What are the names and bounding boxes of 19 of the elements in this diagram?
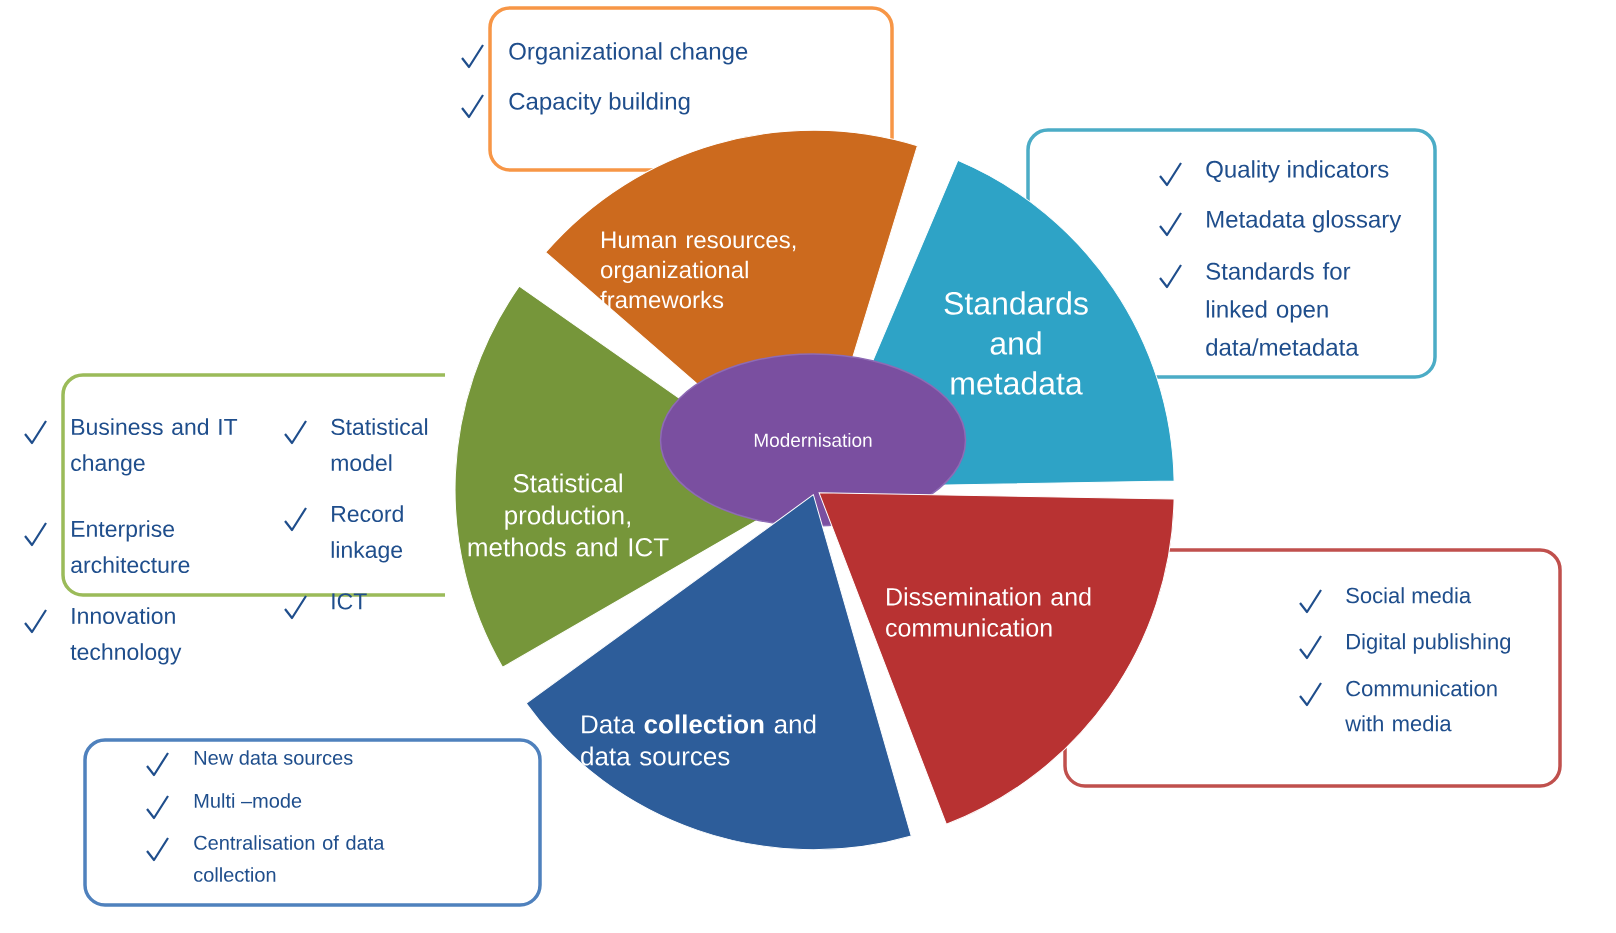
- list-item: Quality indicators: [1206, 160, 1389, 183]
- list-item: Metadata glossary: [1207, 210, 1402, 233]
- rounded-box: [83, 738, 542, 907]
- list-item: New data sources: [194, 750, 353, 765]
- pie-segment: Dissemination and communication: [818, 492, 1175, 825]
- list-item: Business and IT change: [71, 418, 238, 476]
- list-item: Standards for linked open data/metadata: [1206, 262, 1359, 356]
- list-item: Organizational change: [509, 42, 748, 65]
- list-item: Statistical model: [331, 418, 428, 472]
- list-item: Digital publishing: [1347, 633, 1511, 654]
- list-item: Capacity building: [509, 92, 690, 115]
- list-item: Multi –mode: [194, 793, 302, 808]
- list-item: Social media: [1346, 587, 1472, 604]
- list-item: Communication with media: [1345, 680, 1497, 732]
- list-item: ICT: [332, 593, 367, 610]
- list-item: Innovation technology: [70, 607, 182, 665]
- list-item: Centralisation of data collection: [194, 835, 385, 882]
- list-item: Record linkage: [331, 505, 403, 563]
- list-item: Enterprise architecture: [71, 520, 190, 574]
